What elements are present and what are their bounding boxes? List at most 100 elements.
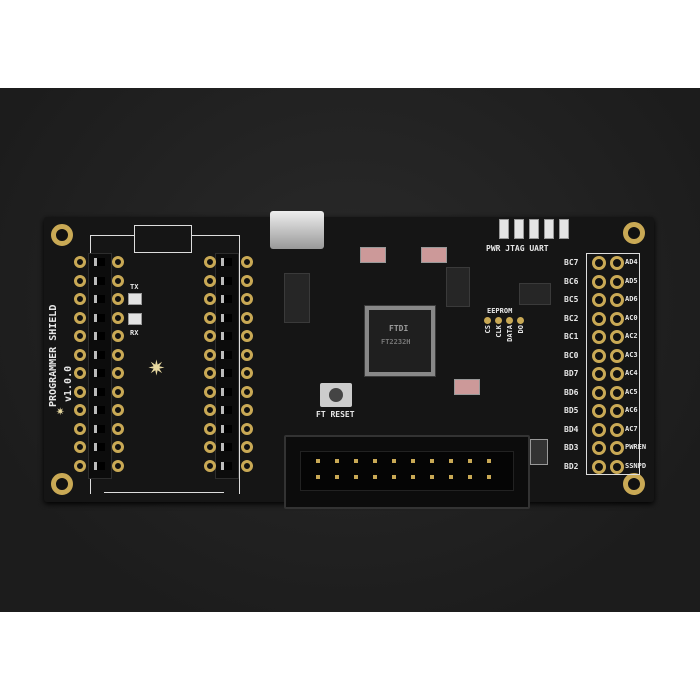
header-pad: [241, 293, 253, 305]
pin-pad[interactable]: [592, 311, 606, 326]
pin-pad[interactable]: [592, 441, 606, 455]
pin-label-right: AC3: [625, 350, 638, 359]
header-pad: [74, 441, 86, 453]
header-pad: [112, 274, 124, 287]
led-uart: [544, 219, 554, 239]
header-socket: [221, 313, 232, 322]
header-socket: [221, 350, 232, 359]
header-pad: [112, 348, 124, 361]
jtag-pin: [316, 475, 320, 479]
pin-label-left: BC0: [564, 350, 579, 360]
pin-pad[interactable]: [592, 256, 606, 270]
header-pad: [74, 422, 86, 435]
reset-button[interactable]: [320, 383, 352, 407]
header-pad: [112, 256, 124, 268]
header-socket: [94, 313, 105, 322]
silk-outline: [104, 492, 224, 493]
pin-pad[interactable]: [610, 348, 624, 363]
pin-label-right: AC6: [625, 406, 638, 414]
pin-pad[interactable]: [592, 367, 606, 381]
pin-pad[interactable]: [610, 385, 624, 400]
header-pad: [241, 367, 253, 379]
header-pad: [74, 367, 86, 379]
pin-pad[interactable]: [610, 422, 624, 437]
pin-label-left: BD6: [564, 387, 579, 397]
pin-label-right: AD6: [625, 295, 638, 303]
tx-label: TX: [130, 283, 139, 291]
silk-outline: [134, 225, 192, 253]
header-socket: [94, 461, 105, 470]
pin-pad[interactable]: [592, 293, 606, 307]
pin-pad[interactable]: [592, 348, 606, 363]
pin-pad[interactable]: [592, 422, 606, 437]
eeprom-pad: [506, 317, 513, 324]
header-pad: [241, 404, 253, 416]
tx-jumper[interactable]: [128, 293, 142, 305]
chip-part: FT2232H: [381, 338, 411, 346]
star-logo-icon: ✷: [56, 403, 65, 419]
pin-pad[interactable]: [610, 404, 624, 418]
header-socket: [221, 387, 232, 396]
jtag-box-header[interactable]: [284, 435, 530, 509]
pin-label-left: BC5: [564, 295, 579, 304]
micro-usb-connector[interactable]: [270, 211, 324, 249]
header-socket: [94, 443, 105, 451]
pin-pad[interactable]: [610, 330, 624, 344]
crystal: [446, 267, 470, 307]
header-pad: [204, 367, 216, 379]
header-socket: [94, 406, 105, 414]
jtag-pin: [468, 459, 472, 463]
header-pad: [112, 422, 124, 435]
header-pad: [204, 256, 216, 268]
header-socket: [94, 258, 105, 266]
jtag-pin: [449, 459, 453, 463]
header-pad: [204, 330, 216, 342]
header-pad: [74, 274, 86, 287]
header-pad: [241, 274, 253, 287]
ftdi-chip: FTDI FT2232H: [364, 305, 436, 377]
pin-label-right: SSNPD: [625, 461, 647, 470]
star-logo-icon: ✷: [148, 349, 165, 382]
pin-pad[interactable]: [592, 459, 606, 474]
jtag-pin: [411, 459, 415, 463]
jtag-pin: [373, 459, 377, 463]
header-pad: [112, 385, 124, 398]
pin-pad[interactable]: [610, 293, 624, 307]
pin-pad[interactable]: [592, 274, 606, 289]
pin-label-right: AC5: [625, 387, 638, 396]
mounting-hole: [51, 473, 73, 495]
header-pad: [241, 348, 253, 361]
pin-pad[interactable]: [610, 311, 624, 326]
header-pad: [241, 256, 253, 268]
rx-jumper[interactable]: [128, 313, 142, 325]
header-pad: [74, 311, 86, 324]
voltage-regulator: [284, 273, 310, 323]
header-pad: [204, 404, 216, 416]
jtag-pin: [354, 475, 358, 479]
pin-pad[interactable]: [610, 367, 624, 381]
pin-pad[interactable]: [610, 256, 624, 270]
header-pad: [74, 293, 86, 305]
jtag-pin: [335, 475, 339, 479]
header-socket: [94, 350, 105, 359]
eeprom-chip: [519, 283, 551, 305]
header-pad: [204, 293, 216, 305]
reset-label: FT RESET: [316, 410, 355, 419]
header-socket: [221, 258, 232, 266]
pin-pad[interactable]: [592, 385, 606, 400]
header-pad: [112, 330, 124, 342]
mounting-hole: [623, 222, 645, 244]
pin-pad[interactable]: [610, 441, 624, 455]
header-pad: [241, 311, 253, 324]
header-socket: [221, 369, 232, 377]
jtag-pin: [487, 459, 491, 463]
board-version: v1.0.0: [63, 365, 74, 402]
pin-pad[interactable]: [610, 459, 624, 474]
jtag-pin: [430, 475, 434, 479]
pin-pad[interactable]: [592, 330, 606, 344]
pin-pad[interactable]: [610, 274, 624, 289]
pin-label-left: BC7: [564, 258, 579, 267]
pin-pad[interactable]: [592, 404, 606, 418]
eeprom-pin-label: DATA: [506, 325, 514, 342]
jtag-pin: [411, 475, 415, 479]
